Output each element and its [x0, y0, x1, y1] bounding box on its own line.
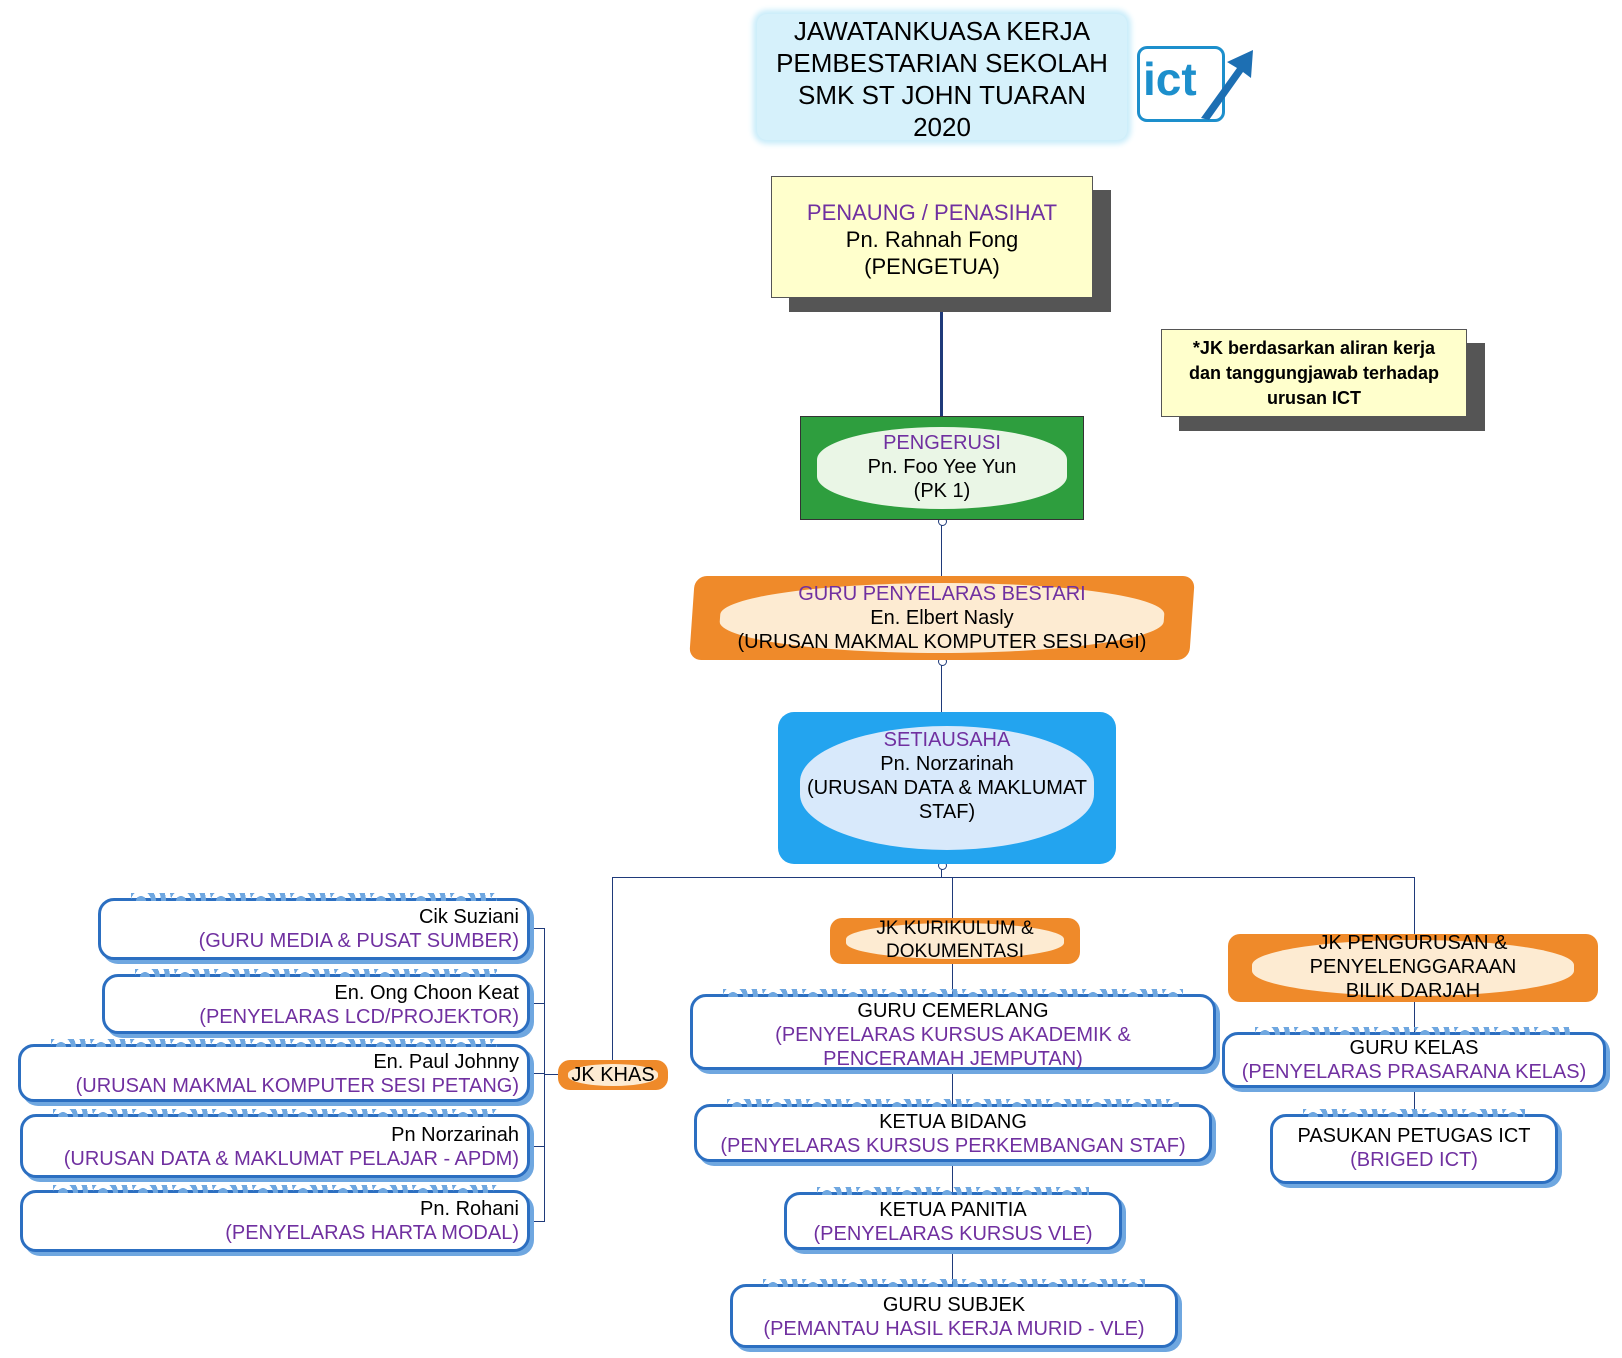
khas-member-desc: (URUSAN MAKMAL KOMPUTER SESI PETANG)	[75, 1075, 519, 1097]
jk-pengurusan-label-line: PENYELENGGARAAN	[1309, 956, 1517, 978]
pengerusi-text: PENGERUSI Pn. Foo Yee Yun (PK 1)	[801, 431, 1083, 503]
pengurusan-member-name: PASUKAN PETUGAS ICT	[1297, 1125, 1531, 1147]
note-line: urusan ICT	[1266, 388, 1361, 408]
pengurusan-member-desc: (BRIGED ICT)	[1350, 1149, 1478, 1171]
note-line: dan tanggungjawab terhadap	[1188, 363, 1439, 383]
jk-khas-inner	[568, 1064, 658, 1086]
title-line: SMK ST JOHN TUARAN	[798, 80, 1086, 110]
kurikulum-member-desc: (PENYELARAS KURSUS AKADEMIK &	[775, 1024, 1131, 1046]
kurikulum-member-name: GURU SUBJEK	[882, 1294, 1026, 1316]
penaung-box: PENAUNG / PENASIHAT Pn. Rahnah Fong (PEN…	[771, 176, 1093, 298]
jk-pengurusan-label: JK PENGURUSAN & PENYELENGGARAAN BILIK DA…	[1228, 931, 1598, 1003]
setiausaha-name: Pn. Norzarinah	[880, 753, 1014, 775]
ict-logo: ict	[1137, 46, 1259, 126]
pengerusi-desc: (PK 1)	[913, 480, 971, 502]
pengurusan-member-box: PASUKAN PETUGAS ICT (BRIGED ICT)	[1270, 1109, 1558, 1184]
khas-member-name: En. Ong Choon Keat	[334, 982, 519, 1004]
connector-horizontal	[612, 877, 1415, 878]
setiausaha-role: SETIAUSAHA	[883, 729, 1011, 751]
connector-penaung-pengerusi	[940, 308, 943, 416]
jk-kurikulum-inner	[846, 923, 1064, 959]
guru-penyelaras-name: En. Elbert Nasly	[870, 607, 1014, 629]
khas-member-name: Cik Suziani	[418, 906, 519, 928]
jk-kurikulum-label-line: DOKUMENTASI	[886, 941, 1024, 962]
jk-kurikulum-label-line: JK KURIKULUM &	[876, 918, 1034, 939]
khas-member-name: En. Paul Johnny	[373, 1051, 519, 1073]
khas-member-name: Pn Norzarinah	[391, 1124, 519, 1146]
jk-pengurusan-label-line: BILIK DARJAH	[1345, 980, 1481, 1002]
setiausaha-text: SETIAUSAHA Pn. Norzarinah (URUSAN DATA &…	[778, 728, 1116, 824]
khas-member-name: Pn. Rohani	[420, 1198, 519, 1220]
tick-5	[530, 1221, 544, 1222]
title-line: PEMBESTARIAN SEKOLAH	[776, 48, 1108, 78]
kurikulum-member-box: GURU CEMERLANG (PENYELARAS KURSUS AKADEM…	[690, 989, 1216, 1070]
khas-member-desc: (PENYELARAS HARTA MODAL)	[225, 1222, 519, 1244]
tick-3	[530, 1073, 544, 1074]
pengerusi-name: Pn. Foo Yee Yun	[867, 456, 1017, 478]
setiausaha-inner	[800, 726, 1094, 850]
connector-pengerusi-guru	[941, 520, 942, 576]
penaung-name: Pn. Rahnah Fong	[845, 227, 1019, 252]
connector-khas-bracket	[544, 928, 545, 1222]
setiausaha-desc: (URUSAN DATA & MAKLUMAT	[806, 777, 1088, 799]
kurikulum-member-name: KETUA BIDANG	[879, 1111, 1027, 1133]
khas-member-desc: (GURU MEDIA & PUSAT SUMBER)	[198, 930, 519, 952]
guru-penyelaras-text: GURU PENYELARAS BESTARI En. Elbert Nasly…	[692, 582, 1192, 654]
connector-setia-down	[941, 864, 942, 878]
connector-pengurusan	[1414, 877, 1415, 934]
khas-member-desc: (PENYELARAS LCD/PROJEKTOR)	[199, 1006, 519, 1028]
tick-2	[530, 1003, 544, 1004]
khas-member-box: En. Ong Choon Keat (PENYELARAS LCD/PROJE…	[102, 969, 530, 1034]
jk-pengurusan-inner	[1252, 940, 1574, 996]
pengerusi-role: PENGERUSI	[883, 432, 1001, 454]
penaung-desc: (PENGETUA)	[864, 254, 1000, 279]
kurikulum-member-desc: (PENYELARAS KURSUS PERKEMBANGAN STAF)	[720, 1135, 1186, 1157]
pengurusan-member-box: GURU KELAS (PENYELARAS PRASARANA KELAS)	[1222, 1027, 1606, 1088]
kurikulum-member-desc: (PEMANTAU HASIL KERJA MURID - VLE)	[763, 1318, 1145, 1340]
khas-member-box: Cik Suziani (GURU MEDIA & PUSAT SUMBER)	[98, 893, 530, 960]
connector-guru-setia	[941, 660, 942, 712]
pengurusan-member-name: GURU KELAS	[1349, 1037, 1479, 1059]
khas-member-desc: (URUSAN DATA & MAKLUMAT PELAJAR - APDM)	[63, 1148, 519, 1170]
pengerusi-inner	[817, 427, 1067, 509]
title-line: 2020	[913, 112, 971, 142]
title-line: JAWATANKUASA KERJA	[793, 16, 1091, 46]
khas-member-box: Pn Norzarinah (URUSAN DATA & MAKLUMAT PE…	[20, 1109, 530, 1178]
tick-1	[530, 928, 544, 929]
pengurusan-member-desc: (PENYELARAS PRASARANA KELAS)	[1241, 1061, 1587, 1083]
tick-4	[530, 1146, 544, 1147]
guru-penyelaras-role: GURU PENYELARAS BESTARI	[798, 583, 1086, 605]
kurikulum-member-desc: PENCERAMAH JEMPUTAN)	[823, 1048, 1083, 1070]
jk-kurikulum-box: JK KURIKULUM & DOKUMENTASI	[830, 918, 1080, 964]
setiausaha-desc: STAF)	[918, 801, 976, 823]
jk-pengurusan-label-line: JK PENGURUSAN &	[1318, 932, 1508, 954]
arrow-icon	[1201, 50, 1253, 120]
connector-kurikulum	[952, 877, 953, 918]
kurikulum-member-name: GURU CEMERLANG	[857, 1000, 1049, 1022]
connector-khas-link	[544, 1074, 558, 1075]
setiausaha-box: SETIAUSAHA Pn. Norzarinah (URUSAN DATA &…	[778, 712, 1116, 864]
jk-note-box: *JK berdasarkan aliran kerja dan tanggun…	[1161, 329, 1467, 417]
kurikulum-member-name: KETUA PANITIA	[879, 1199, 1027, 1221]
kurikulum-member-box: KETUA BIDANG (PENYELARAS KURSUS PERKEMBA…	[694, 1099, 1212, 1162]
connector-khas	[612, 877, 613, 1060]
jk-pengurusan-box: JK PENGURUSAN & PENYELENGGARAAN BILIK DA…	[1228, 931, 1598, 1003]
kurikulum-member-box: GURU SUBJEK (PEMANTAU HASIL KERJA MURID …	[730, 1279, 1178, 1348]
title-box: JAWATANKUASA KERJA PEMBESTARIAN SEKOLAH …	[757, 14, 1127, 142]
guru-penyelaras-desc: (URUSAN MAKMAL KOMPUTER SESI PAGI)	[737, 631, 1147, 653]
pengerusi-box: PENGERUSI Pn. Foo Yee Yun (PK 1)	[800, 416, 1084, 520]
jk-khas-label: JK KHAS	[571, 1064, 655, 1086]
khas-member-box: En. Paul Johnny (URUSAN MAKMAL KOMPUTER …	[18, 1039, 530, 1102]
ict-logo-text: ict	[1143, 53, 1197, 105]
note-line: *JK berdasarkan aliran kerja	[1192, 338, 1436, 358]
jk-kurikulum-label: JK KURIKULUM & DOKUMENTASI	[830, 917, 1080, 963]
jk-khas-box: JK KHAS	[558, 1060, 668, 1090]
kurikulum-member-box: KETUA PANITIA (PENYELARAS KURSUS VLE)	[784, 1187, 1122, 1250]
penaung-role: PENAUNG / PENASIHAT	[806, 200, 1058, 225]
kurikulum-member-desc: (PENYELARAS KURSUS VLE)	[813, 1223, 1093, 1245]
khas-member-box: Pn. Rohani (PENYELARAS HARTA MODAL)	[20, 1185, 530, 1252]
